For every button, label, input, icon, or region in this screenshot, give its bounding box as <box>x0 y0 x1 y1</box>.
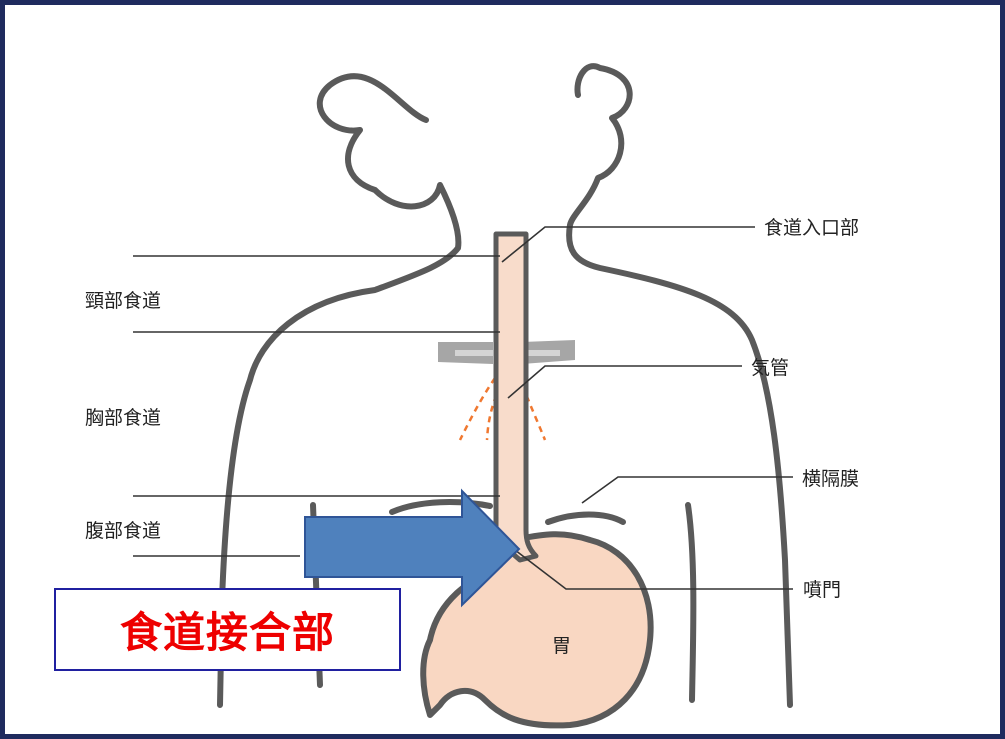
trachea-light <box>455 350 560 356</box>
right-arm-line <box>685 502 697 703</box>
diaphragm-left <box>389 499 493 515</box>
label-thoracic-esophagus: 胸部食道 <box>85 407 162 429</box>
label-cervical-esophagus: 頸部食道 <box>85 290 162 312</box>
esophagus-shape <box>493 231 539 563</box>
anatomy-illustration <box>133 63 793 729</box>
label-cardia: 噴門 <box>803 579 842 601</box>
junction-callout-box: 食道接合部 <box>54 588 401 671</box>
label-abdominal-esophagus: 腹部食道 <box>85 520 162 542</box>
leader-lines <box>133 226 793 590</box>
head-outline-right <box>566 63 793 708</box>
label-stomach: 胃 <box>552 635 572 657</box>
label-diaphragm: 横隔膜 <box>802 468 860 490</box>
junction-callout-text: 食道接合部 <box>119 608 335 657</box>
label-esophageal-entrance: 食道入口部 <box>764 217 860 239</box>
diaphragm-right <box>545 511 626 525</box>
junction-arrow <box>304 488 521 608</box>
head-outline <box>217 73 462 708</box>
label-trachea: 気管 <box>751 357 790 379</box>
